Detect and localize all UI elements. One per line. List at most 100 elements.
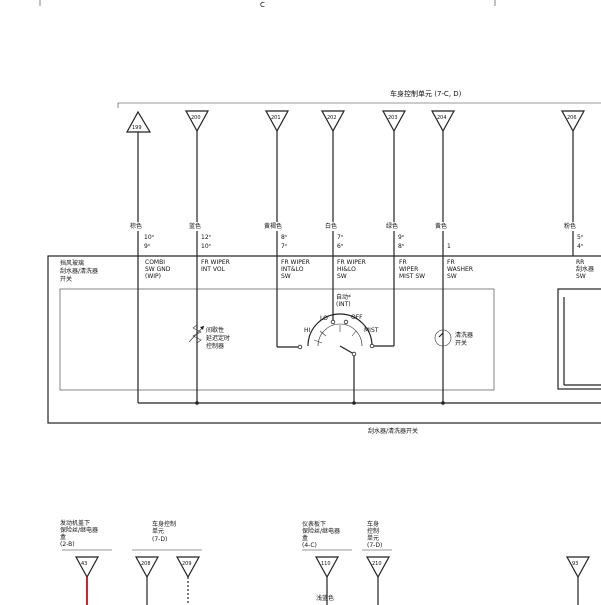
switch-label-1: 挡风玻璃 [60,259,84,267]
pos-off: OFF [351,314,363,321]
svg-text:SW: SW [337,273,347,280]
connector-93: 93 [565,556,591,579]
svg-text:FR: FR [399,259,407,266]
svg-text:INT VOL: INT VOL [201,266,226,273]
rear-switch-box [557,288,601,390]
connector-43: 43 [74,556,100,579]
svg-text:盒: 盒 [60,533,66,541]
pin-203-b: 8ⁿ [398,243,405,250]
pos-auto: 自动* [336,293,351,301]
connector-202: 202 [320,110,346,133]
svg-text:203: 203 [388,115,398,121]
connector-201: 201 [264,110,290,133]
header-mark: C [260,1,265,9]
svg-text:(7-D): (7-D) [152,536,167,543]
svg-text:RR: RR [576,259,584,266]
wire-color-201: 黄褐色 [264,222,282,230]
svg-text:MIST SW: MIST SW [399,273,425,280]
svg-text:单元: 单元 [367,534,379,542]
svg-text:(2-B): (2-B) [60,541,75,548]
connector-down-triangle-icon [74,556,100,579]
svg-text:保险丝/继电器: 保险丝/继电器 [302,527,340,535]
pin-202-b: 6ⁿ [337,243,344,250]
svg-text:202: 202 [327,115,337,121]
wire-color-202: 白色 [325,222,337,230]
svg-text:发动机盖下: 发动机盖下 [60,519,90,527]
svg-text:FR: FR [447,259,455,266]
svg-text:206: 206 [567,115,577,121]
connector-203: 203 [381,110,407,133]
wire-color-206: 粉色 [564,222,576,230]
wire-color-199: 棕色 [130,222,142,230]
svg-text:WASHER: WASHER [447,266,473,273]
svg-text:WIPER: WIPER [399,266,418,273]
svg-text:COMBI: COMBI [145,259,165,266]
pos-mist: MIST [364,327,379,334]
connector-down-triangle-icon [381,110,407,133]
svg-text:93: 93 [572,561,578,567]
connector-206: 206 [560,110,586,133]
svg-text:199: 199 [132,125,142,131]
module-title: 车身控制单元 (7-C, D) [390,89,462,98]
svg-text:201: 201 [271,115,281,121]
svg-text:FR WIPER: FR WIPER [337,259,366,266]
switch-bottom-label: 刮水器/清洗器开关 [368,427,418,435]
svg-text:车身: 车身 [367,520,379,528]
pos-lo: LO [320,315,328,322]
intermittent-label-1: 间歇性 [206,326,224,334]
intermittent-label-2: 延迟定时 [206,334,230,342]
pin-206-a: 5ⁿ [577,234,584,241]
svg-text:FR WIPER: FR WIPER [201,259,230,266]
washer-switch-icon [434,329,452,347]
switch-outer-box [47,255,601,424]
connector-199: 199 [125,110,152,133]
intermittent-label-3: 控制器 [206,342,224,350]
connector-down-triangle-icon [184,110,210,133]
svg-text:盒: 盒 [302,534,308,542]
intermittent-resistor-icon [188,324,205,344]
connector-down-triangle-icon [365,556,391,579]
svg-text:保险丝/继电器: 保险丝/继电器 [60,526,98,534]
pin-206-b: 4ⁿ [577,243,584,250]
pin-201-b: 7ⁿ [281,243,288,250]
connector-209: 209 [175,556,201,579]
svg-text:HI&LO: HI&LO [337,266,356,273]
connector-208: 208 [134,556,160,579]
connector-down-triangle-icon [430,110,456,133]
svg-text:SW: SW [447,273,457,280]
pin-199-b: 9ⁿ [144,243,151,250]
switch-label-2: 刮水器/清洗器 [60,267,98,275]
svg-text:仪表板下: 仪表板下 [302,520,326,528]
pin-200-b: 10ⁿ [201,243,212,250]
connector-200: 200 [184,110,210,133]
svg-text:(4-C): (4-C) [302,542,317,549]
rotary-wiper-switch-icon [297,313,375,357]
connector-down-triangle-icon [175,556,201,579]
connector-down-triangle-icon [264,110,290,133]
connector-110: 110 [314,556,340,579]
connector-down-triangle-icon [134,556,160,579]
washer-label-1: 清洗器 [455,331,473,339]
pos-int: (INT) [336,301,351,308]
connector-down-triangle-icon [560,110,586,133]
pos-hi: HI [304,327,311,334]
switch-label-3: 开关 [60,275,72,283]
svg-text:车身控制: 车身控制 [152,520,176,528]
pin-200-a: 12ⁿ [201,234,212,241]
svg-text:210: 210 [372,561,382,567]
pin-199-a: 10ⁿ [144,234,155,241]
wire-color-203: 绿色 [386,222,398,230]
svg-text:208: 208 [141,561,151,567]
wire-color-204: 黄色 [435,222,447,230]
svg-text:单元: 单元 [152,527,164,535]
connector-204: 204 [430,110,456,133]
wire-color-110: 浅蓝色 [316,594,334,602]
connector-down-triangle-icon [314,556,340,579]
svg-text:刮水器: 刮水器 [576,265,594,273]
svg-text:控制: 控制 [367,527,379,535]
svg-text:200: 200 [191,115,201,121]
wire-color-200: 蓝色 [189,222,201,230]
svg-text:204: 204 [437,115,447,121]
svg-text:(WIP): (WIP) [145,273,161,280]
